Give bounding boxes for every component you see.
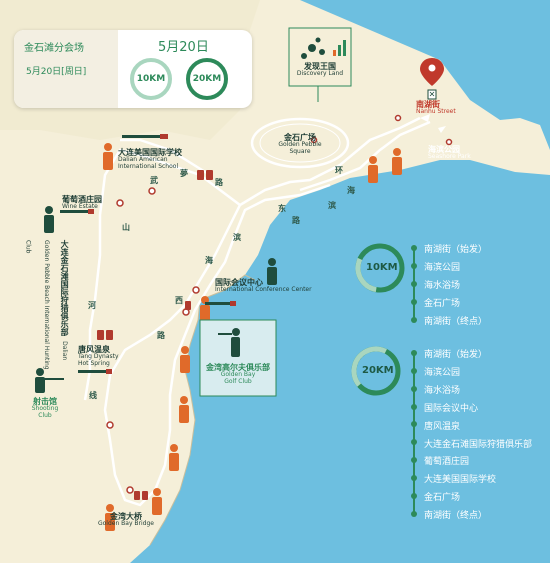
runner-icon <box>103 143 402 531</box>
toilet-icon <box>97 330 113 340</box>
road-label: 滨 <box>328 201 336 210</box>
road-label: 海 <box>205 256 213 265</box>
road-label: 西 <box>175 296 183 305</box>
route-stop: 海滨公园 <box>424 367 461 378</box>
distance-10km-badge: 10KM <box>130 58 172 100</box>
road-label: 路 <box>292 216 300 225</box>
nanhu-street-label: 南湖街 Nanhu Street <box>416 100 456 116</box>
hunting-club-label: 大连金石滩国际狩猎俱乐部 Dalian Golden Pebble Beach … <box>24 240 70 370</box>
route-marker <box>126 486 134 494</box>
road-label: 路 <box>215 178 223 187</box>
flag-icon <box>427 89 437 100</box>
distance-20km-badge: 20KM <box>186 58 228 100</box>
golf-club-frame <box>199 319 277 397</box>
road-label: 夢 <box>180 169 188 178</box>
golden-bay-bridge-label: 金湾大桥 Golden Bay Bridge <box>97 512 154 528</box>
route-stop: 大连金石滩国际狩猎俱乐部 <box>424 439 533 450</box>
route-marker <box>394 114 402 122</box>
person-icon <box>44 206 277 285</box>
route-stop: 海水浴场 <box>424 385 461 396</box>
amenity-bar <box>60 134 236 374</box>
toilet-icon <box>197 170 213 180</box>
golfer-icon <box>218 328 240 357</box>
venue-panel: 金石滩分会场 5月20日[周日] <box>14 30 118 108</box>
route-path-north <box>120 138 211 177</box>
route-stop: 南湖街（终点） <box>424 317 488 327</box>
route-stop: 葡萄酒庄园 <box>424 457 470 468</box>
route-stop: 国际会议中心 <box>424 403 479 414</box>
road-label: 东 <box>278 204 286 213</box>
molecule-icon <box>301 37 325 59</box>
route-stop: 大连美国国际学校 <box>424 475 497 486</box>
golden-pebble-loop <box>250 117 350 169</box>
route-stop: 南湖街（终点） <box>424 511 488 522</box>
toilet-icon <box>134 491 148 500</box>
route-stop: 南湖街（始发） <box>424 245 488 255</box>
route-stop: 唐风温泉 <box>424 421 461 432</box>
route-stop: 海滨公园 <box>424 263 461 273</box>
road-label: 线 <box>89 391 97 400</box>
location-pin-icon <box>420 58 444 86</box>
road-label: 滨 <box>233 233 241 242</box>
route-marker <box>106 421 114 429</box>
shooting-club-label: 射击馆 Shooting Club <box>31 397 59 420</box>
venue-title: 金石滩分会场 <box>24 43 84 54</box>
discovery-land-frame <box>288 27 352 87</box>
route-marker <box>445 138 453 146</box>
route-stop: 金石广场 <box>424 493 461 504</box>
legend20-dots <box>411 350 417 517</box>
legend10-badge: 10KM <box>366 262 398 273</box>
legend20-badge: 20KM <box>362 365 394 376</box>
event-info-card: 金石滩分会场 5月20日[周日] 5月20日 10KM 20KM <box>14 30 252 108</box>
road-label: 路 <box>157 331 165 340</box>
golden-pebble-label: 金石广场 Golden Pebble Square <box>278 133 322 156</box>
golf-club-label: 金湾高尔夫俱乐部 Golden Bay Golf Club <box>206 363 270 386</box>
route-stop: 金石广场 <box>424 299 461 309</box>
bar-chart-icon <box>333 40 346 56</box>
road-label: 河 <box>88 301 96 310</box>
route-marker <box>192 286 200 294</box>
shooter-icon <box>35 368 64 393</box>
route-stop: 海水浴场 <box>424 281 461 291</box>
route-marker <box>148 187 156 195</box>
route-marker <box>116 199 124 207</box>
seashore-park-label: 海滨公园 Seashore Park <box>428 145 471 161</box>
venue-date: 5月20日[周日] <box>26 67 87 77</box>
route-stop: 南湖街（始发） <box>424 350 488 360</box>
discovery-land-label: 发现王国 Discovery Land <box>296 62 344 78</box>
route-marker <box>310 136 318 144</box>
wine-estate-label: 葡萄酒庄园 Wine Estate <box>62 195 102 211</box>
arrow-icon <box>420 114 430 122</box>
toilet-icon <box>185 301 191 310</box>
conference-center-label: 国际会议中心 International Conference Center <box>215 278 312 294</box>
event-date: 5月20日 <box>158 40 209 55</box>
legend10-dots <box>411 245 417 323</box>
arrow-icon <box>438 126 446 133</box>
road-label: 山 <box>122 223 130 232</box>
school-label: 大连美国国际学校 Dalian American International S… <box>118 148 182 171</box>
hot-spring-label: 唐风温泉 Tang Dynasty Hot Spring <box>78 345 119 368</box>
road-label: 海 <box>347 186 355 195</box>
road-label: 环 <box>335 166 343 175</box>
route-path-main <box>103 116 421 507</box>
road-label: 武 <box>150 176 158 185</box>
